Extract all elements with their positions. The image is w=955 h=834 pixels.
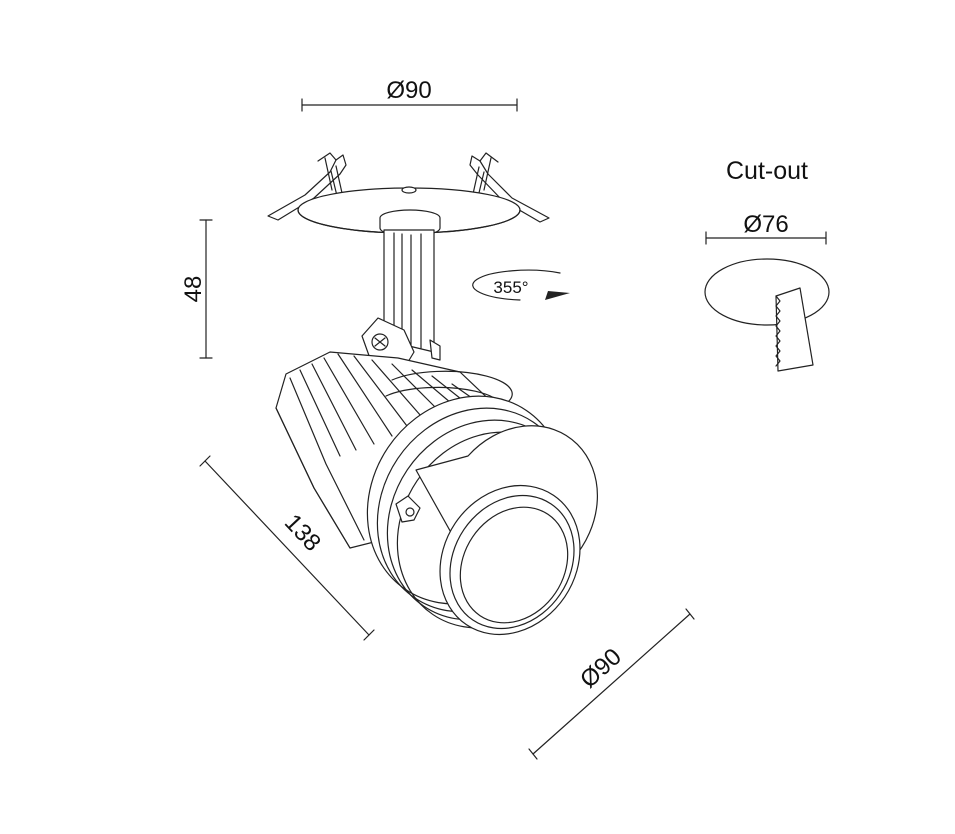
cutout-diameter-label: Ø76 [743, 211, 788, 238]
cutout-title: Cut-out [726, 157, 808, 185]
rotation-arrow-icon [545, 291, 570, 300]
height-label: 48 [180, 276, 207, 303]
lens [415, 425, 599, 636]
front-diameter-label: Ø90 [575, 643, 627, 693]
front-dimension-line [532, 613, 691, 755]
rotation-arc [472, 269, 561, 301]
rotation-label: 355° [493, 278, 528, 297]
cutout-hole-icon [704, 258, 830, 326]
front-dimension-tick-start [528, 748, 538, 760]
length-dimension-tick-start [199, 455, 211, 467]
top-diameter-dimension: Ø90 [301, 77, 518, 112]
length-label: 138 [279, 509, 326, 557]
saw-teeth-icon [775, 295, 781, 367]
front-dimension-tick-end [685, 608, 695, 620]
top-diameter-label: Ø90 [386, 77, 431, 104]
cutout-section: Cut-out Ø76 [704, 157, 830, 372]
length-dimension-line [204, 460, 370, 636]
luminaire-drawing [267, 152, 599, 636]
length-dimension-tick-end [363, 629, 375, 641]
mounting-stem [379, 209, 441, 353]
rotation-indicator: 355° [472, 269, 570, 301]
saw-blade-icon [775, 287, 814, 372]
front-diameter-dimension: Ø90 [528, 608, 695, 760]
spring-clip-left-icon [267, 152, 347, 221]
height-dimension: 48 [180, 219, 213, 359]
